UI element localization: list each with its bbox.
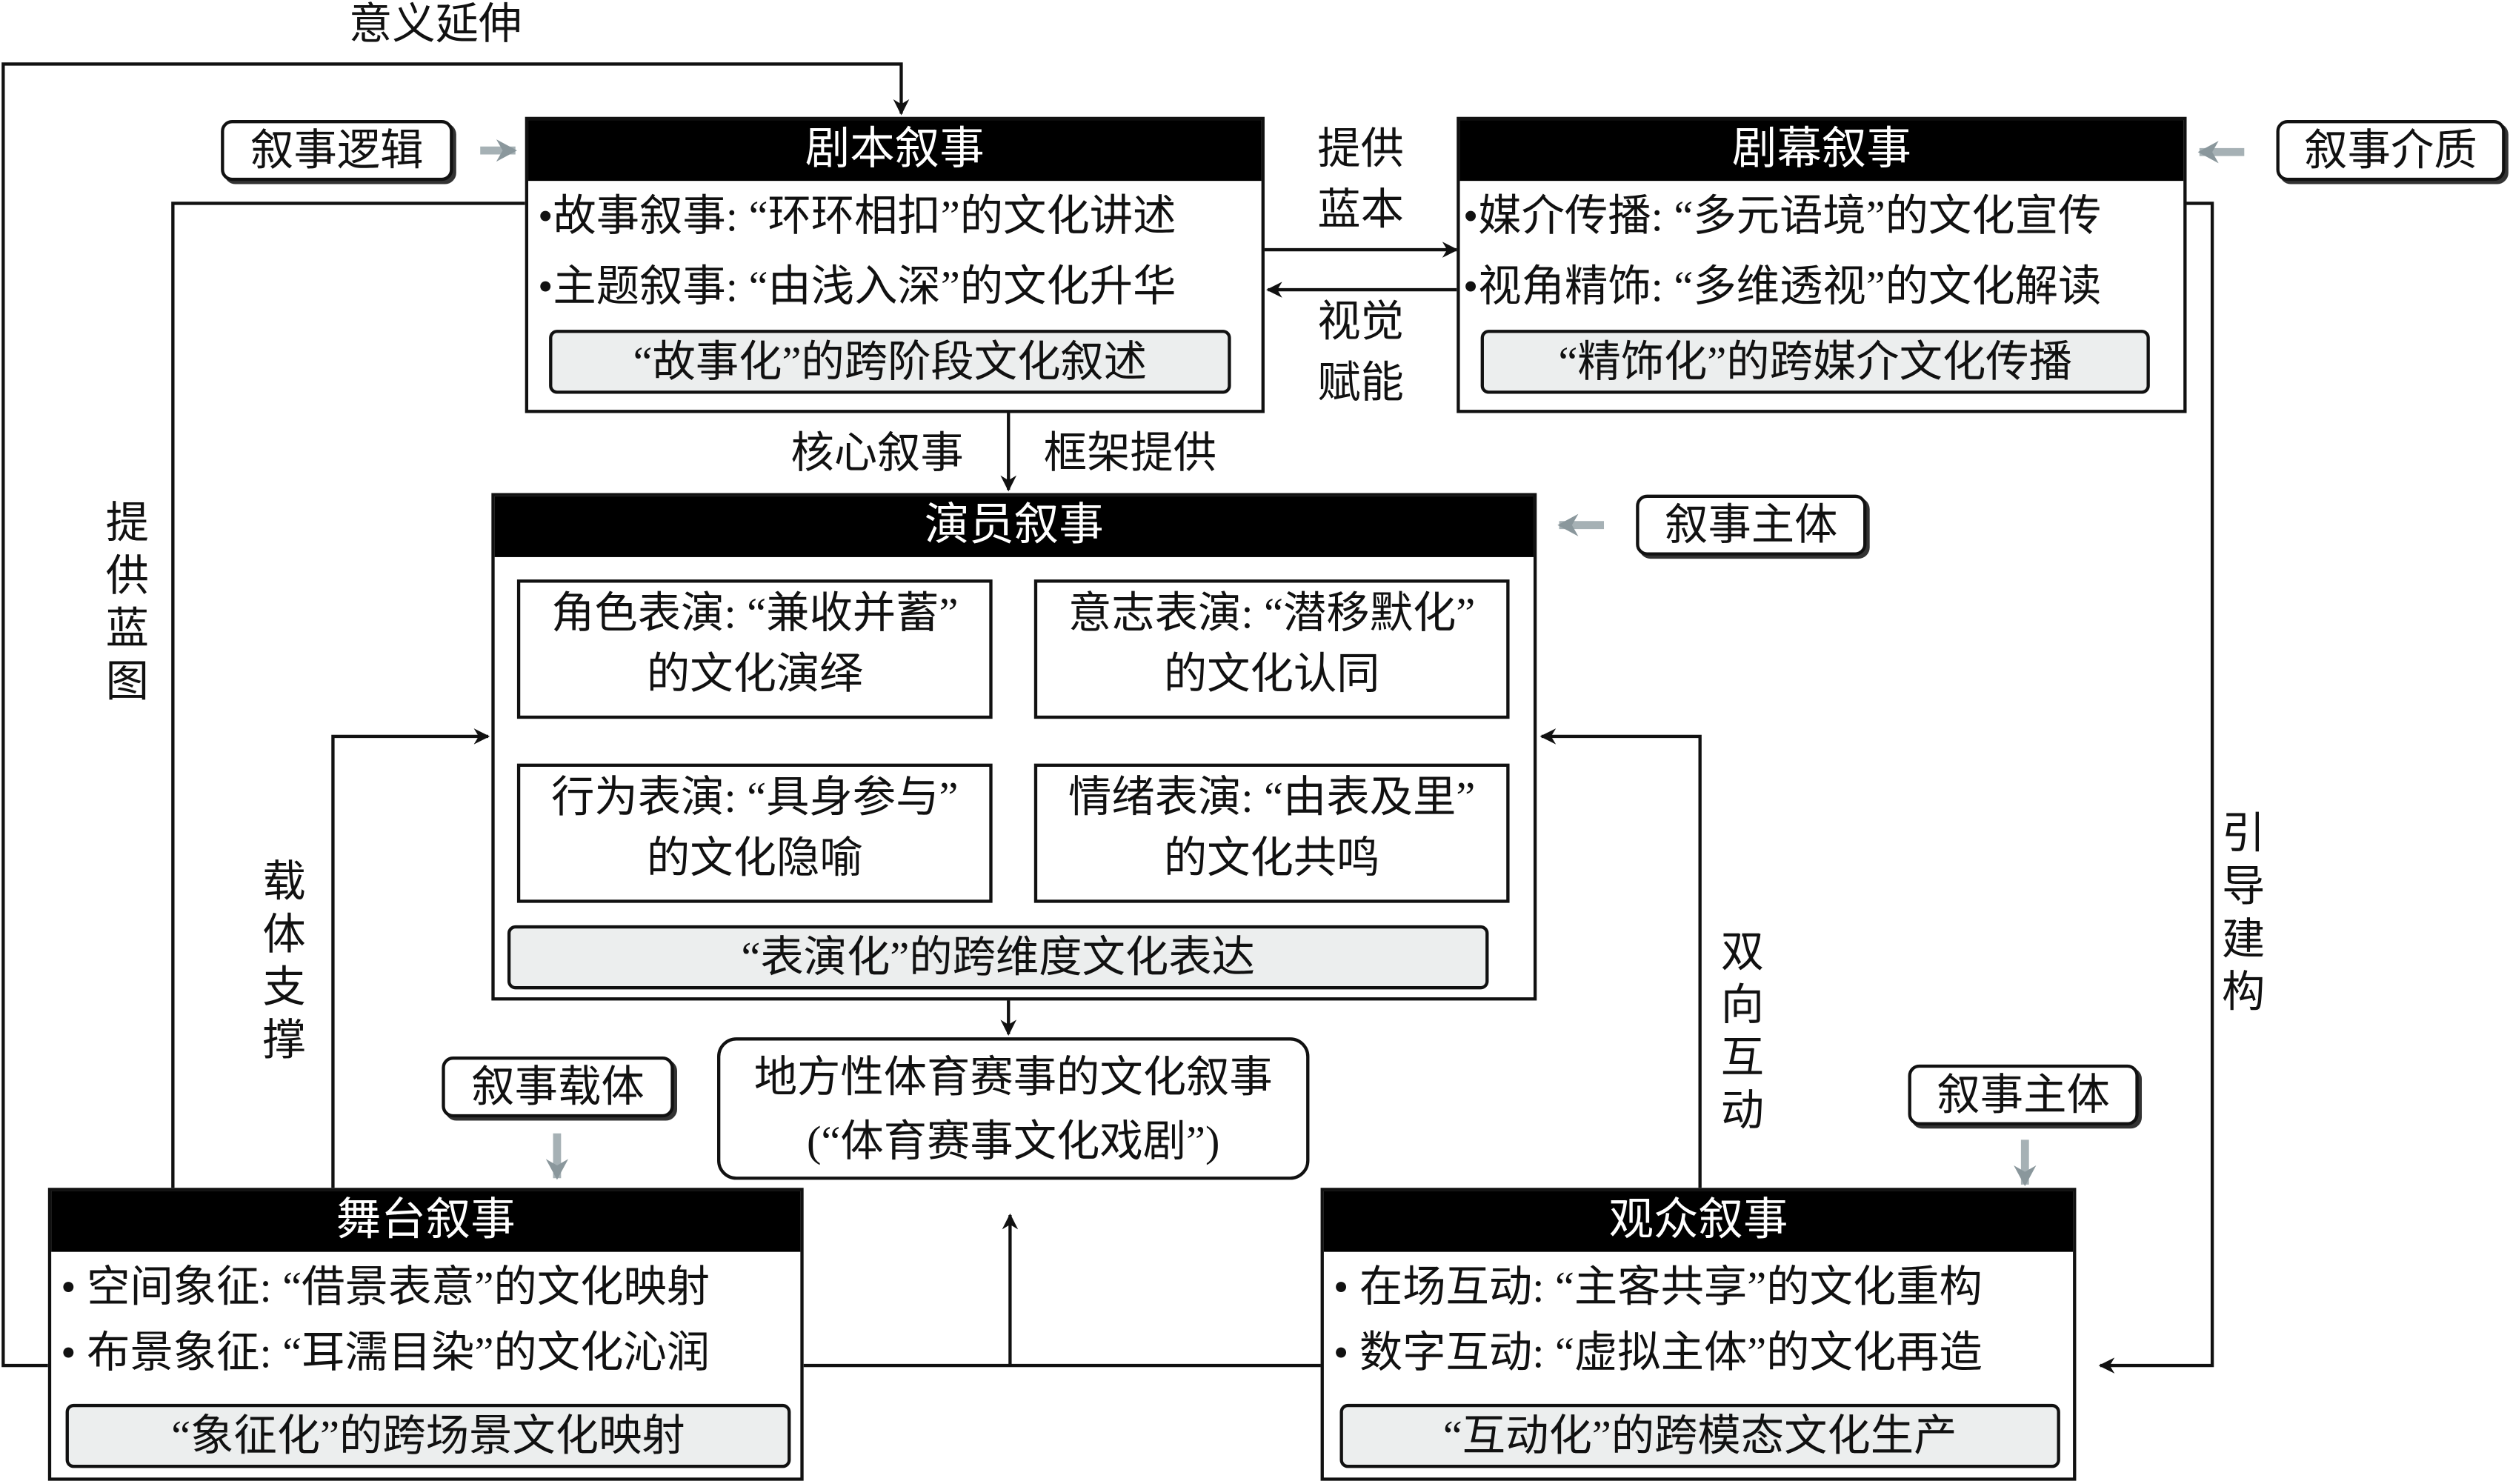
audience-item: • 在场互动: “主客共享”的文化重构 bbox=[1333, 1262, 1983, 1311]
label-provide-script: 提供蓝本 bbox=[1317, 124, 1404, 234]
screen-item: •视角精饰: “多维透视”的文化解读 bbox=[1462, 262, 2102, 311]
blueprint-line bbox=[171, 202, 525, 1188]
emotion-line: 的文化共鸣 bbox=[1163, 833, 1380, 882]
carrier-support-arrow bbox=[331, 728, 490, 1188]
role-line: 角色表演: “兼收并蓄” bbox=[551, 589, 959, 637]
behavior-performance-box: 行为表演: “具身参与” 的文化隐喻 bbox=[516, 763, 993, 903]
label-visual-empower: 视觉赋能 bbox=[1317, 297, 1404, 407]
stage-item: • 布景象征: “耳濡目染”的文化沁润 bbox=[61, 1328, 710, 1377]
label-carrier-support: 载体支撑 bbox=[256, 858, 304, 1070]
screen-narrative-box: 剧幕叙事 •媒介传播: “多元语境”的文化宣传 •视角精饰: “多维透视”的文化… bbox=[1457, 116, 2187, 413]
behavior-line: 行为表演: “具身参与” bbox=[551, 773, 959, 822]
guide-construct-arrow bbox=[2098, 202, 2214, 1374]
will-line: 的文化认同 bbox=[1163, 650, 1380, 699]
script-narrative-box: 剧本叙事 •故事叙事: “环环相扣”的文化讲述 •主题叙事: “由浅入深”的文化… bbox=[525, 116, 1265, 413]
tag-narrative-medium: 叙事介质 bbox=[2276, 120, 2506, 182]
screen-item: •媒介传播: “多元语境”的文化宣传 bbox=[1462, 192, 2102, 241]
behavior-line: 的文化隐喻 bbox=[646, 833, 863, 882]
label-provide-blueprint: 提供蓝图 bbox=[99, 499, 147, 711]
label-two-way: 双向互动 bbox=[1714, 928, 1762, 1140]
role-line: 的文化演绎 bbox=[646, 650, 863, 699]
tag-narrative-subject-actor: 叙事主体 bbox=[1636, 494, 1867, 556]
label-meaning-extension: 意义延伸 bbox=[349, 0, 522, 48]
will-performance-box: 意志表演: “潜移默化” 的文化认同 bbox=[1033, 579, 1510, 719]
script-title: 剧本叙事 bbox=[528, 120, 1262, 182]
stage-item: • 空间象征: “借景表意”的文化映射 bbox=[61, 1262, 710, 1311]
tag-narrative-logic: 叙事逻辑 bbox=[221, 120, 453, 182]
audience-title: 观众叙事 bbox=[1323, 1191, 2074, 1252]
audience-narrative-box: 观众叙事 • 在场互动: “主客共享”的文化重构 • 数字互动: “虚拟主体”的… bbox=[1320, 1188, 2077, 1481]
goal-box: 地方性体育赛事的文化叙事 (“体育赛事文化戏剧”) bbox=[716, 1037, 1310, 1180]
script-summary: “故事化”的跨阶段文化叙述 bbox=[549, 330, 1231, 394]
script-item: •故事叙事: “环环相扣”的文化讲述 bbox=[537, 192, 1176, 241]
screen-title: 剧幕叙事 bbox=[1459, 120, 2184, 182]
label-core-narrative: 核心叙事 bbox=[790, 429, 964, 477]
label-framework: 框架提供 bbox=[1043, 429, 1217, 477]
stage-title: 舞台叙事 bbox=[51, 1191, 801, 1252]
stage-narrative-box: 舞台叙事 • 空间象征: “借景表意”的文化映射 • 布景象征: “耳濡目染”的… bbox=[47, 1188, 804, 1481]
goal-line: 地方性体育赛事的文化叙事 bbox=[753, 1053, 1273, 1102]
role-performance-box: 角色表演: “兼收并蓄” 的文化演绎 bbox=[516, 579, 993, 719]
screen-summary: “精饰化”的跨媒介文化传播 bbox=[1480, 330, 2150, 394]
actor-narrative-box: 演员叙事 角色表演: “兼收并蓄” 的文化演绎 意志表演: “潜移默化” 的文化认同… bbox=[491, 493, 1537, 1001]
tag-narrative-carrier: 叙事载体 bbox=[442, 1057, 674, 1118]
actor-summary: “表演化”的跨维度文化表达 bbox=[507, 925, 1489, 990]
audience-summary: “互动化”的跨模态文化生产 bbox=[1339, 1403, 2060, 1468]
emotion-performance-box: 情绪表演: “由表及里” 的文化共鸣 bbox=[1033, 763, 1510, 903]
label-guide-construct: 引导建构 bbox=[2215, 810, 2264, 1022]
emotion-line: 情绪表演: “由表及里” bbox=[1068, 773, 1476, 822]
will-line: 意志表演: “潜移默化” bbox=[1068, 589, 1476, 637]
goal-line: (“体育赛事文化戏剧”) bbox=[807, 1117, 1220, 1165]
two-way-arrow bbox=[1539, 728, 1702, 1188]
actor-title: 演员叙事 bbox=[494, 496, 1534, 557]
script-item: •主题叙事: “由浅入深”的文化升华 bbox=[537, 262, 1176, 311]
stage-summary: “象征化”的跨场景文化映射 bbox=[65, 1403, 791, 1468]
meaning-extension-arrow bbox=[1, 62, 910, 1368]
audience-item: • 数字互动: “虚拟主体”的文化再造 bbox=[1333, 1328, 1983, 1377]
tag-narrative-subject-audience: 叙事主体 bbox=[1908, 1064, 2139, 1125]
